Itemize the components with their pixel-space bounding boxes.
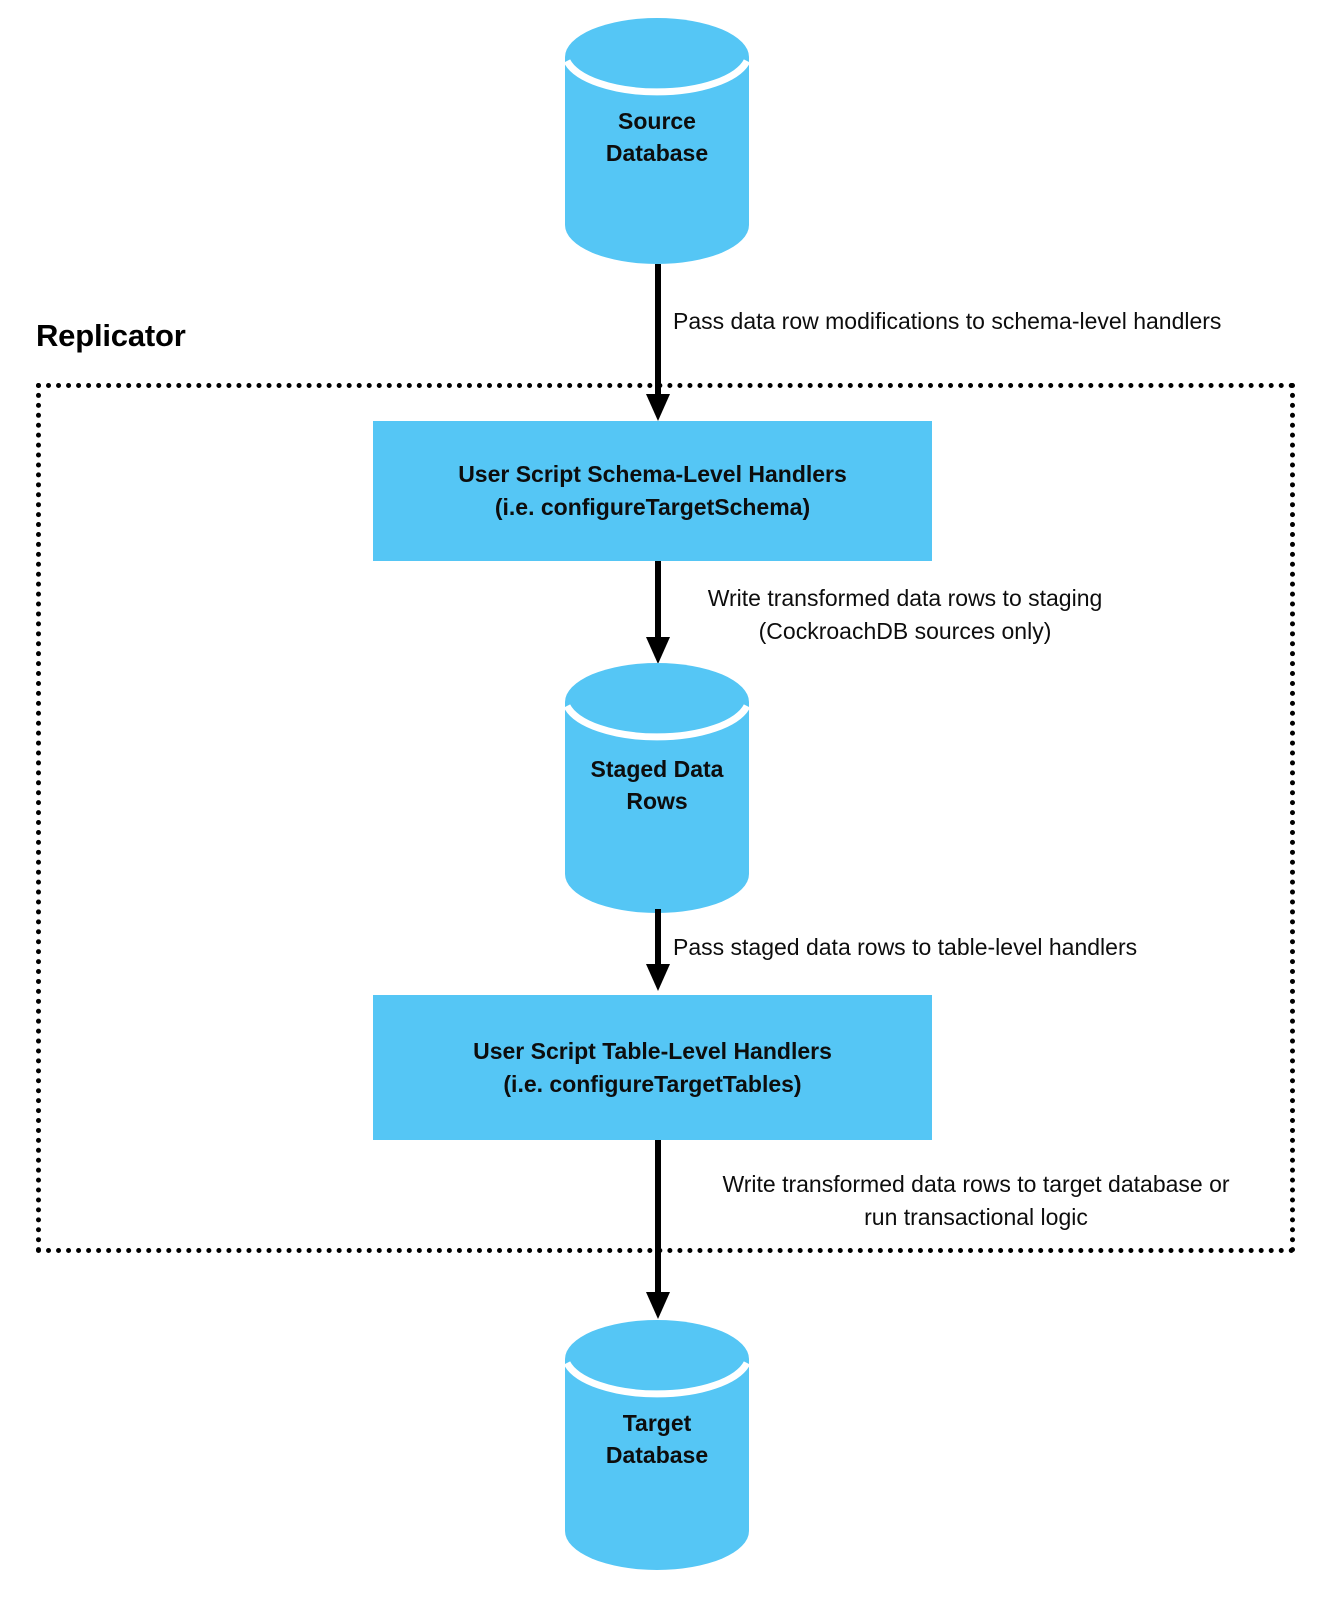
replicator-group-boundary bbox=[36, 383, 1295, 1253]
node-table-level-handlers-label: User Script Table-Level Handlers (i.e. c… bbox=[473, 1037, 832, 1097]
node-staged-data-rows-label: Staged Data Rows bbox=[590, 756, 724, 814]
node-source-database: Source Database bbox=[565, 18, 749, 264]
node-table-level-handlers: User Script Table-Level Handlers (i.e. c… bbox=[373, 995, 932, 1140]
cylinder-shape bbox=[565, 18, 749, 264]
replicator-group-label: Replicator bbox=[36, 318, 186, 353]
edge-table-to-target-label: Write transformed data rows to target da… bbox=[722, 1171, 1230, 1230]
node-schema-level-handlers: User Script Schema-Level Handlers (i.e. … bbox=[373, 421, 932, 561]
node-schema-level-handlers-label: User Script Schema-Level Handlers (i.e. … bbox=[458, 461, 847, 520]
cylinder-shape bbox=[565, 663, 749, 913]
edge-table-to-target-arrow bbox=[645, 1140, 671, 1320]
node-staged-data-rows: Staged Data Rows bbox=[565, 663, 749, 913]
edge-staged-to-table-label: Pass staged data rows to table-level han… bbox=[673, 934, 1138, 960]
edge-source-to-schema-arrow bbox=[645, 264, 671, 422]
edge-source-to-schema-label: Pass data row modifications to schema-le… bbox=[673, 308, 1222, 334]
edge-schema-to-staged-arrow bbox=[645, 561, 671, 665]
cylinder-shape bbox=[565, 1320, 749, 1570]
edge-staged-to-table-arrow bbox=[645, 909, 671, 992]
node-source-database-label: Source Database bbox=[605, 108, 709, 166]
node-target-database: Target Database bbox=[565, 1320, 749, 1570]
edge-schema-to-staged-label: Write transformed data rows to staging (… bbox=[707, 585, 1103, 644]
node-target-database-label: Target Database bbox=[605, 1410, 709, 1468]
